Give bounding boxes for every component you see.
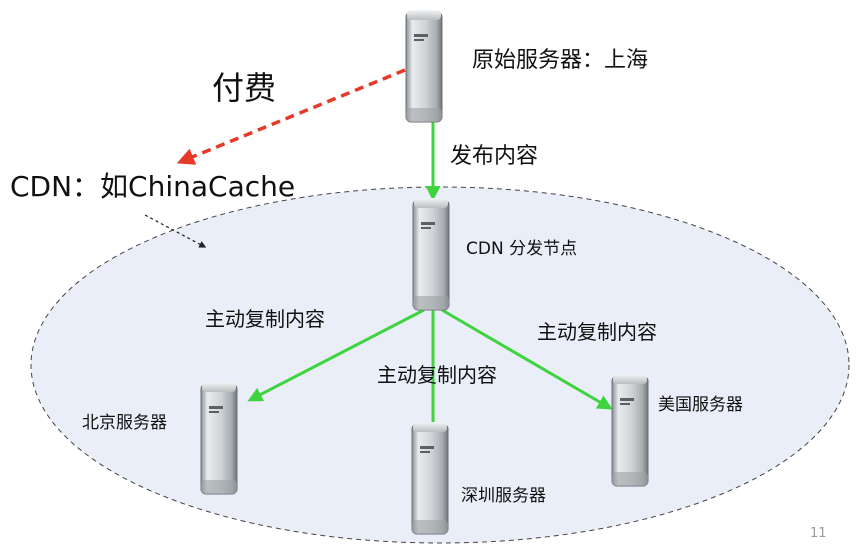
- payment-arrow: [176, 68, 406, 165]
- replicate-arrow-left: [247, 308, 425, 402]
- origin-server-icon: [405, 9, 443, 123]
- page-number: 11: [810, 526, 827, 541]
- publish-label: 发布内容: [450, 144, 539, 169]
- distribution-node-label: CDN 分发节点: [466, 239, 578, 259]
- usa-server-label: 美国服务器: [658, 395, 743, 415]
- origin-server-label: 原始服务器：上海: [472, 48, 649, 73]
- shenzhen-server-icon: [411, 421, 449, 535]
- usa-server-icon: [611, 373, 649, 487]
- beijing-server-label: 北京服务器: [82, 413, 167, 433]
- cdn-label: CDN：如ChinaCache: [10, 170, 296, 203]
- beijing-server-icon: [200, 381, 238, 495]
- shenzhen-server-label: 深圳服务器: [461, 486, 546, 506]
- replicate-arrow-right: [441, 308, 613, 410]
- replicate-label-center: 主动复制内容: [377, 363, 497, 387]
- payment-label: 付费: [212, 69, 277, 107]
- cdn-pointer-arrow: [144, 214, 207, 248]
- replicate-label-right: 主动复制内容: [537, 320, 657, 344]
- cdn-node-server-icon: [412, 197, 450, 311]
- replicate-label-left: 主动复制内容: [205, 307, 325, 331]
